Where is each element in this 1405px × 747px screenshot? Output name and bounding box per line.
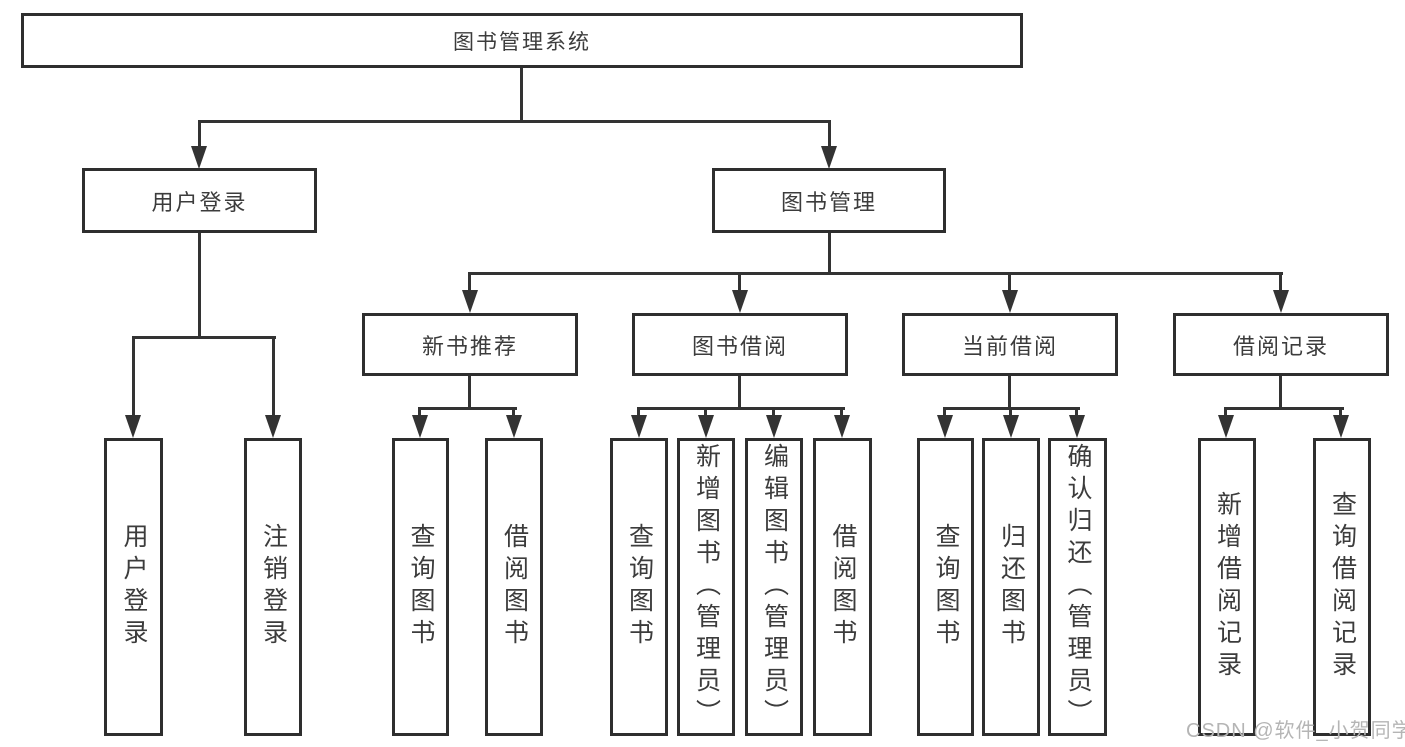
- node-library-system: 图书管理系统: [21, 13, 1023, 68]
- connector-line: [520, 68, 523, 123]
- node-book-borrowing: 图书借阅: [632, 313, 848, 376]
- leaf-logout: 注销登录: [244, 438, 302, 736]
- connector-line: [468, 272, 1283, 275]
- leaf-label: 查询图书: [407, 523, 435, 651]
- connector-line: [418, 407, 421, 419]
- connector-line: [198, 120, 201, 148]
- leaf-label: 借阅图书: [829, 523, 857, 651]
- connector-line: [1075, 407, 1078, 419]
- leaf-add-borrow-record: 新增借阅记录: [1198, 438, 1256, 736]
- connector-line: [468, 272, 471, 292]
- connector-line: [637, 407, 640, 419]
- leaf-label: 查询图书: [932, 523, 960, 651]
- leaf-query-books-recommend: 查询图书: [392, 438, 449, 736]
- leaf-add-books-admin: 新增图书（管理员）: [677, 438, 735, 736]
- arrow-down-icon: [834, 415, 850, 438]
- connector-line: [1224, 407, 1344, 410]
- leaf-query-borrow-record: 查询借阅记录: [1313, 438, 1371, 736]
- leaf-label: 归还图书: [997, 523, 1026, 651]
- arrow-down-icon: [1218, 415, 1234, 438]
- arrow-down-icon: [698, 415, 714, 438]
- leaf-label: 借阅图书: [500, 523, 529, 651]
- arrow-down-icon: [732, 290, 748, 313]
- connector-line: [512, 407, 515, 419]
- connector-line: [132, 336, 276, 339]
- connector-line: [1339, 407, 1342, 419]
- node-new-book-recommend: 新书推荐: [362, 313, 578, 376]
- arrow-down-icon: [462, 290, 478, 313]
- leaf-label: 编辑图书（管理员）: [760, 443, 789, 731]
- connector-line: [1008, 272, 1011, 292]
- leaf-label: 查询借阅记录: [1328, 491, 1357, 683]
- leaf-query-books-current: 查询图书: [917, 438, 974, 736]
- connector-line: [468, 376, 471, 410]
- arrow-down-icon: [265, 415, 281, 438]
- node-current-borrowing: 当前借阅: [902, 313, 1118, 376]
- leaf-label: 确认归还（管理员）: [1064, 443, 1092, 731]
- connector-line: [418, 407, 517, 410]
- arrow-down-icon: [412, 415, 428, 438]
- leaf-confirm-return-admin: 确认归还（管理员）: [1048, 438, 1107, 736]
- leaf-return-books: 归还图书: [982, 438, 1040, 736]
- connector-line: [772, 407, 775, 419]
- arrow-down-icon: [125, 415, 141, 438]
- leaf-user-login: 用户登录: [104, 438, 163, 736]
- leaf-query-books-borrowing: 查询图书: [610, 438, 668, 736]
- connector-line: [738, 376, 741, 410]
- leaf-label: 用户登录: [120, 523, 148, 651]
- node-book-management: 图书管理: [712, 168, 946, 233]
- arrow-down-icon: [821, 146, 837, 169]
- connector-line: [704, 407, 707, 419]
- watermark-text: CSDN @软件_小贺同学: [1186, 720, 1405, 742]
- connector-line: [1279, 272, 1282, 292]
- arrow-down-icon: [191, 146, 207, 169]
- arrow-down-icon: [937, 415, 953, 438]
- connector-line: [943, 407, 946, 419]
- connector-line: [1008, 374, 1011, 410]
- arrow-down-icon: [1002, 290, 1018, 313]
- node-user-login: 用户登录: [82, 168, 317, 233]
- arrow-down-icon: [766, 415, 782, 438]
- arrow-down-icon: [1333, 415, 1349, 438]
- arrow-down-icon: [631, 415, 647, 438]
- leaf-label: 新增图书（管理员）: [692, 443, 721, 731]
- connector-line: [637, 407, 845, 410]
- arrow-down-icon: [1069, 415, 1085, 438]
- connector-line: [1009, 407, 1012, 419]
- connector-line: [828, 120, 831, 148]
- node-borrowing-records: 借阅记录: [1173, 313, 1389, 376]
- connector-line: [1224, 407, 1227, 419]
- arrow-down-icon: [1003, 415, 1019, 438]
- leaf-label: 查询图书: [625, 523, 654, 651]
- connector-line: [828, 233, 831, 275]
- arrow-down-icon: [506, 415, 522, 438]
- leaf-borrow-books-recommend: 借阅图书: [485, 438, 543, 736]
- connector-line: [198, 233, 201, 339]
- connector-line: [738, 272, 741, 292]
- leaf-label: 注销登录: [259, 523, 288, 651]
- connector-line: [1279, 376, 1282, 410]
- leaf-borrow-books-borrowing: 借阅图书: [813, 438, 872, 736]
- connector-line: [272, 336, 275, 418]
- connector-line: [198, 120, 831, 123]
- arrow-down-icon: [1273, 290, 1289, 313]
- connector-line: [132, 336, 135, 418]
- connector-line: [840, 407, 843, 419]
- leaf-edit-books-admin: 编辑图书（管理员）: [745, 438, 803, 736]
- leaf-label: 新增借阅记录: [1213, 491, 1242, 683]
